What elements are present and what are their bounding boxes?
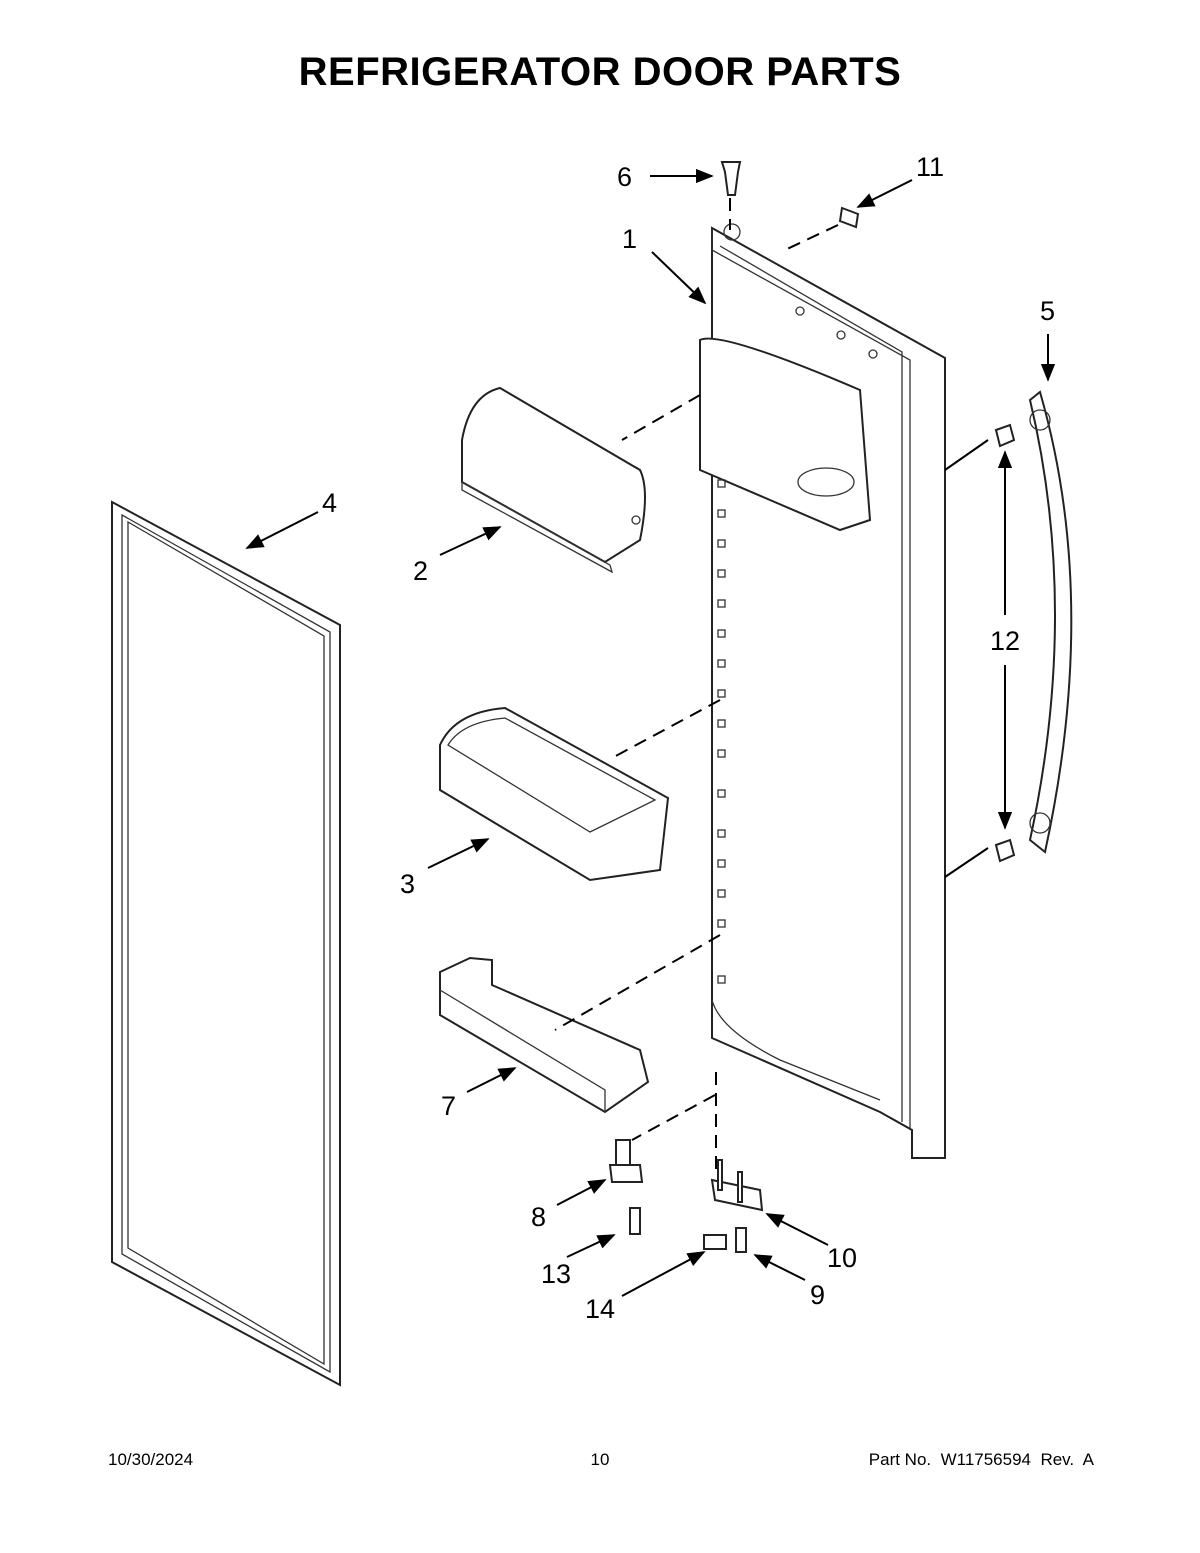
hinge-bracket-part: [710, 1159, 764, 1212]
callout-11: 11: [916, 152, 944, 182]
callout-13: 13: [541, 1259, 571, 1289]
screw-9-part: [735, 1227, 747, 1253]
callout-8: 8: [531, 1202, 546, 1232]
door-handle-part: [1028, 390, 1073, 854]
bottom-hinge-part: [608, 1139, 644, 1183]
lower-door-bin-part: [439, 956, 650, 1114]
screw-13-part: [629, 1207, 641, 1235]
door-liner-part: [699, 223, 946, 1159]
footer-date: 10/30/2024: [108, 1450, 194, 1469]
dairy-door-part: [461, 386, 646, 574]
shelf-mount-holes: [717, 479, 726, 984]
callout-2: 2: [413, 556, 428, 586]
alignment-lines: [554, 198, 989, 1170]
page-title: REFRIGERATOR DOOR PARTS: [298, 50, 902, 94]
callout-7: 7: [441, 1091, 456, 1121]
label-part: [838, 206, 860, 229]
leader-arrows: [245, 168, 1056, 1297]
footer-part-number: Part No. W11756594 Rev. A: [868, 1450, 1094, 1469]
callout-9: 9: [810, 1280, 825, 1310]
clip-part: [703, 1234, 727, 1250]
footer-page-number: 10: [590, 1450, 610, 1469]
callout-5: 5: [1040, 296, 1055, 326]
door-gasket-part: [111, 500, 341, 1387]
callout-10: 10: [827, 1243, 857, 1273]
door-bin-part: [439, 706, 670, 882]
callout-3: 3: [400, 869, 415, 899]
handle-stud-parts: [994, 423, 1016, 863]
hinge-bushing-part: [720, 161, 742, 196]
callout-6: 6: [617, 162, 632, 192]
callout-12: 12: [990, 626, 1020, 656]
callout-14: 14: [585, 1294, 615, 1324]
callout-1: 1: [622, 224, 637, 254]
callout-4: 4: [322, 488, 337, 518]
